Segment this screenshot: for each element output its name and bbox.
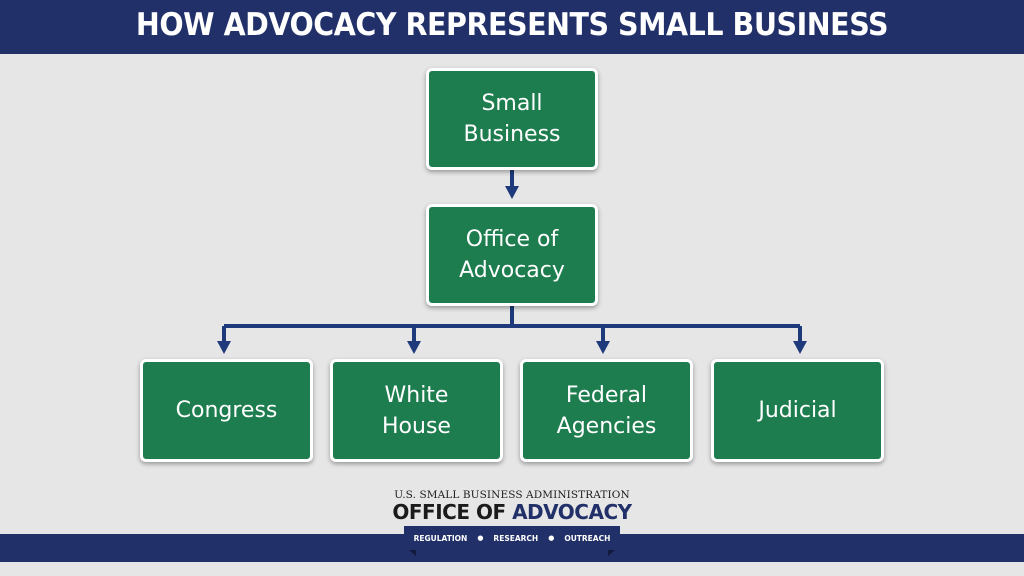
footer-strip — [0, 562, 1024, 576]
node-congress: Congress — [140, 359, 313, 462]
arrowhead-judicial — [793, 341, 807, 354]
logo-agency-name: U.S. SMALL BUSINESS ADMINISTRATION — [394, 489, 630, 501]
tagline-separator-1: ● — [477, 534, 484, 542]
tagline-outreach: OUTREACH — [564, 533, 611, 543]
logo-ribbon-tail-left — [404, 546, 416, 556]
node-office-of-advocacy: Office of Advocacy — [426, 204, 598, 306]
node-judicial: Judicial — [711, 359, 884, 462]
tagline-regulation: REGULATION — [413, 533, 468, 543]
arrowhead-office — [505, 186, 519, 199]
header-bar: HOW ADVOCACY REPRESENTS SMALL BUSINESS — [0, 0, 1024, 54]
logo-tagline-ribbon: REGULATION ● RESEARCH ● OUTREACH — [404, 526, 620, 550]
logo-office-part1: OFFICE OF — [392, 500, 513, 524]
logo-office-name: OFFICE OF ADVOCACY — [380, 500, 644, 524]
logo-ribbon-tail-right — [608, 546, 620, 556]
node-federal-agencies: Federal Agencies — [520, 359, 693, 462]
node-small-business: Small Business — [426, 68, 598, 170]
page-title: HOW ADVOCACY REPRESENTS SMALL BUSINESS — [135, 7, 889, 43]
logo-office-part2: ADVOCACY — [512, 500, 632, 524]
arrowhead-congress — [217, 341, 231, 354]
node-white-house: White House — [330, 359, 503, 462]
arrowhead-white-house — [407, 341, 421, 354]
tagline-research: RESEARCH — [493, 533, 539, 543]
tagline-separator-2: ● — [548, 534, 555, 542]
arrowhead-federal-agencies — [596, 341, 610, 354]
